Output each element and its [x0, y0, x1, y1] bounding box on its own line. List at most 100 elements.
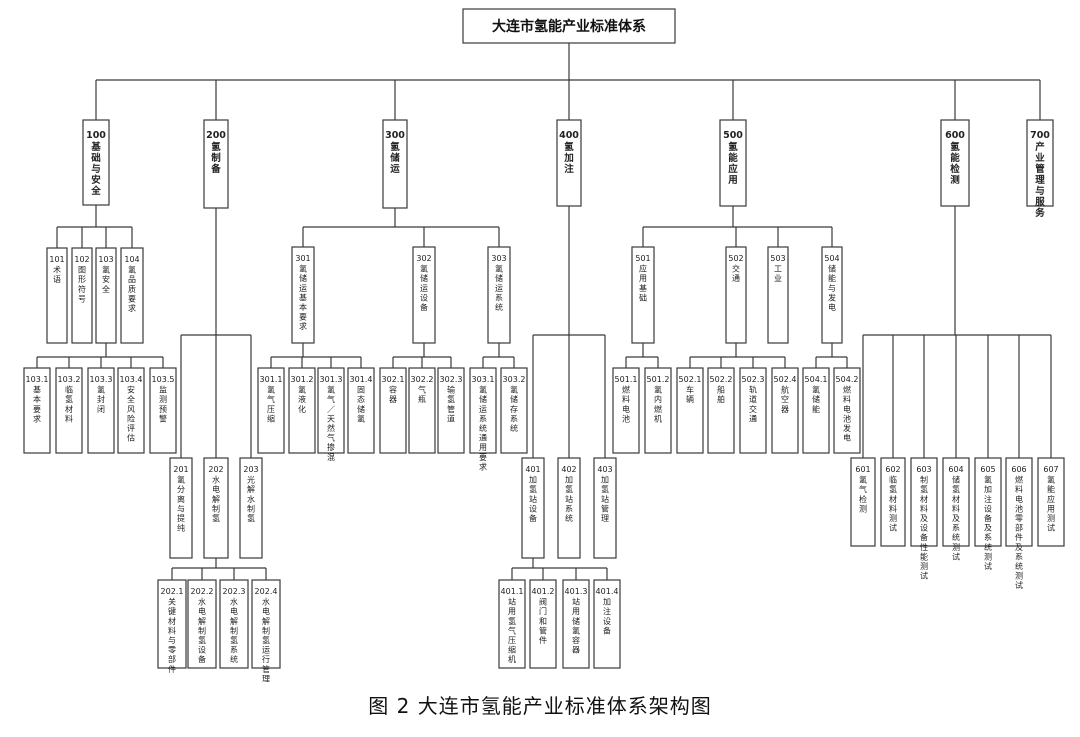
node-code: 503	[770, 254, 785, 263]
node-code: 303.2	[503, 375, 526, 384]
node-box	[593, 457, 617, 559]
node-code: 103.2	[58, 375, 81, 384]
node-box	[379, 367, 407, 454]
node-code: 301.2	[291, 375, 314, 384]
node-code: 502.4	[774, 375, 797, 384]
node-box	[942, 457, 970, 547]
node-code: 504.1	[805, 375, 828, 384]
node-box	[739, 367, 767, 454]
node-code: 103.1	[26, 375, 49, 384]
node-box	[644, 367, 672, 454]
node-box	[288, 367, 316, 454]
node-code: 600	[945, 130, 965, 141]
node-code: 500	[723, 130, 743, 141]
node-box	[382, 119, 408, 209]
node-code: 501.2	[647, 375, 670, 384]
node-code: 501	[635, 254, 650, 263]
node-code: 604	[948, 465, 963, 474]
node-box	[529, 579, 557, 669]
node-box	[87, 367, 115, 454]
node-code: 100	[86, 130, 106, 141]
node-box	[719, 119, 747, 207]
node-code: 601	[855, 465, 870, 474]
node-code: 401.4	[596, 587, 619, 596]
node-box	[974, 457, 1002, 547]
node-code: 301.3	[320, 375, 343, 384]
node-box	[850, 457, 876, 547]
node-code: 202.2	[191, 587, 214, 596]
node-code: 303	[491, 254, 506, 263]
node-code: 501.1	[615, 375, 638, 384]
node-code: 700	[1030, 130, 1050, 141]
node-code: 301.1	[260, 375, 283, 384]
node-box	[1037, 457, 1065, 547]
node-box	[169, 457, 193, 559]
node-code: 502.1	[679, 375, 702, 384]
node-box	[802, 367, 830, 454]
node-code: 401.1	[501, 587, 524, 596]
node-code: 103	[98, 255, 113, 264]
node-code: 605	[980, 465, 995, 474]
node-code: 302.3	[440, 375, 463, 384]
node-code: 302	[416, 254, 431, 263]
node-box	[880, 457, 906, 547]
root-box	[462, 8, 676, 44]
node-box	[1026, 119, 1054, 207]
node-code: 400	[559, 130, 579, 141]
node-box	[203, 457, 229, 559]
node-box	[117, 367, 145, 454]
node-box	[487, 246, 511, 344]
node-box	[833, 367, 861, 454]
